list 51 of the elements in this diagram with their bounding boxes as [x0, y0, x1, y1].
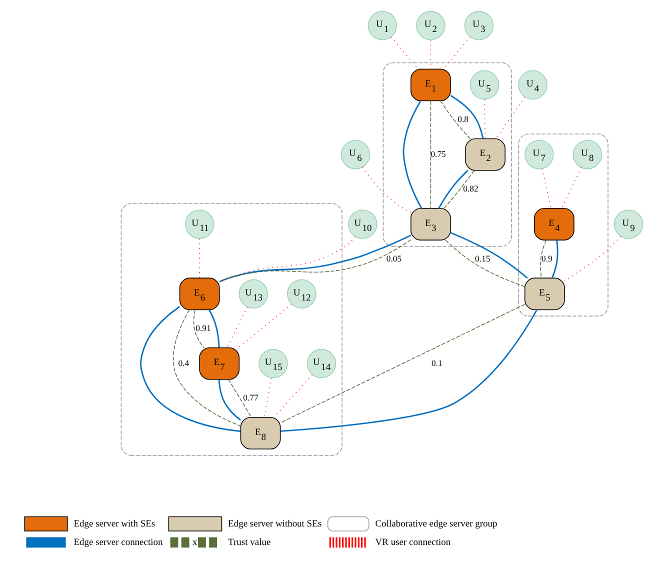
connector — [438, 170, 468, 208]
connector — [280, 310, 538, 432]
connector — [208, 310, 220, 348]
legend-label: Edge server without SEs — [228, 519, 322, 530]
connector — [495, 96, 526, 140]
connector — [172, 310, 242, 426]
edge-label: 0.82 — [463, 184, 478, 194]
legend-label: Edge server connection — [74, 538, 163, 548]
connector — [199, 238, 200, 278]
edge-label: 0.8 — [458, 114, 468, 124]
edge-label: 0.75 — [430, 148, 446, 159]
label: x — [192, 538, 198, 548]
connector — [440, 100, 471, 140]
cluster — [518, 134, 608, 316]
edge-label: 0.4 — [178, 358, 190, 368]
connector — [193, 309, 204, 348]
cluster — [382, 62, 512, 247]
connector — [484, 99, 486, 140]
legend-label: Collaborative edge server group — [375, 519, 498, 530]
connector — [140, 306, 241, 432]
connector — [280, 304, 526, 424]
edge-label: 0.9 — [542, 253, 552, 264]
connector — [362, 166, 412, 214]
connector — [442, 36, 471, 70]
connector — [444, 170, 475, 208]
connector — [228, 379, 252, 418]
connector — [390, 36, 418, 70]
edge-label: 0.05 — [386, 253, 402, 264]
edge-label: 0.77 — [243, 392, 258, 403]
connector — [542, 168, 552, 209]
connector — [219, 236, 356, 283]
connector — [226, 306, 248, 348]
connector — [564, 236, 621, 282]
legend-label: Trust value — [228, 538, 271, 548]
cluster — [120, 203, 342, 456]
connector — [264, 378, 272, 418]
connector — [238, 304, 292, 348]
connector — [450, 232, 528, 279]
connector — [218, 379, 242, 421]
connector — [551, 240, 558, 278]
edge-label: 0.15 — [475, 253, 490, 264]
connector — [430, 100, 432, 209]
legend-label: Edge server with SEs — [74, 519, 156, 530]
connector — [402, 100, 422, 209]
connector — [540, 240, 547, 278]
connector — [561, 167, 582, 209]
edge-label: 0.1 — [431, 358, 442, 368]
edge-label: 0.91 — [196, 322, 211, 333]
legend-label: VR user connection — [375, 538, 451, 548]
connector — [450, 94, 484, 139]
connector — [445, 240, 526, 287]
